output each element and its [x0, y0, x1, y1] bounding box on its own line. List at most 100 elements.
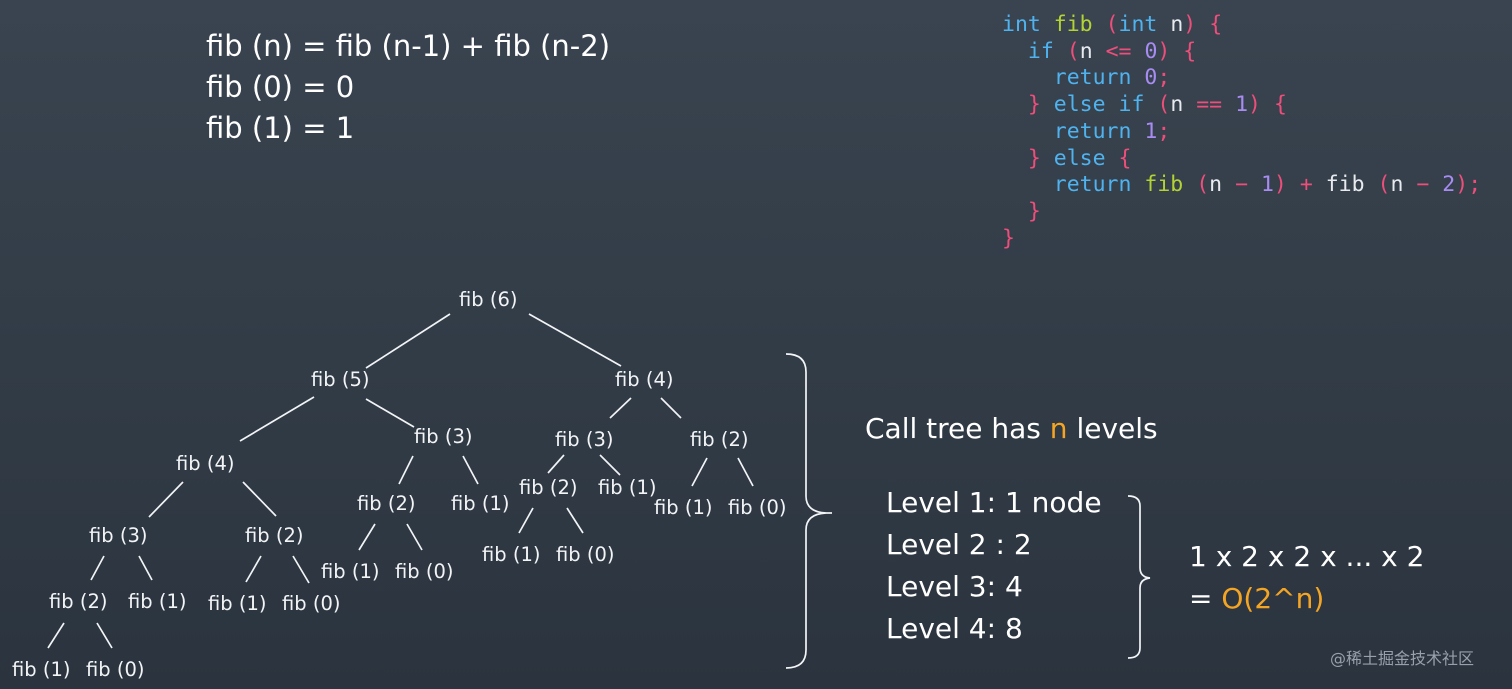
tree-node-fib-1: fib (1): [321, 560, 379, 583]
tree-edge: [518, 507, 534, 534]
tree-node-fib-5: fib (5): [311, 368, 369, 391]
code-token: 2: [1442, 172, 1456, 198]
code-token: 1: [1260, 172, 1274, 198]
code-token: return: [1053, 172, 1132, 198]
tree-node-fib-0: fib (0): [282, 592, 340, 615]
code-line-8: }: [1002, 199, 1041, 224]
tree-node-fib-4: fib (4): [615, 368, 673, 391]
code-token: n: [1209, 172, 1223, 198]
code-token: n: [1170, 12, 1184, 37]
code-token: −: [1416, 172, 1430, 198]
code-token: if: [1027, 38, 1054, 64]
tree-node-fib-1: fib (1): [654, 496, 712, 519]
code-token: }: [1027, 145, 1041, 171]
levels-brace: [1127, 495, 1151, 659]
tree-edge: [365, 313, 451, 369]
tree-edge: [292, 555, 310, 584]
tree-node-fib-2: fib (2): [519, 476, 577, 499]
level-item: Level 4: 8: [886, 612, 1023, 645]
tree-edge: [691, 457, 708, 487]
tree-edge: [528, 313, 622, 367]
code-line-6: } else {: [1002, 145, 1132, 171]
code-token: 0: [1144, 65, 1158, 91]
tree-edge: [547, 454, 565, 474]
code-token: ;: [1157, 65, 1171, 91]
code-token: }: [1027, 198, 1041, 224]
tree-edge: [239, 396, 315, 442]
watermark: @稀土掘金技术社区: [1330, 649, 1475, 668]
tree-edge: [406, 523, 423, 551]
code-token: 1: [1235, 92, 1249, 118]
code-token: {: [1209, 12, 1223, 37]
tree-node-fib-2: fib (2): [245, 524, 303, 547]
code-line-2: if (n <= 0) {: [1002, 39, 1196, 64]
complexity-result: 1 x 2 x 2 x ... x 2 = O(2^n): [1189, 536, 1424, 620]
code-token: n: [1390, 172, 1404, 198]
code-token: ==: [1196, 92, 1223, 118]
tree-node-fib-0: fib (0): [395, 560, 453, 583]
call-tree-n: n: [1049, 412, 1068, 445]
code-token: (: [1157, 92, 1171, 118]
code-line-7: return fib (n − 1) + fib (n − 2);: [1002, 172, 1481, 197]
level-item: Level 2 : 2: [886, 528, 1032, 561]
code-token: int: [1118, 12, 1158, 37]
code-token: if: [1118, 92, 1145, 118]
tree-edge: [660, 397, 682, 419]
tree-node-fib-3: fib (3): [89, 524, 147, 547]
code-token: (: [1066, 38, 1080, 64]
call-tree-prefix: Call tree has: [865, 412, 1050, 445]
tree-edge: [398, 455, 414, 485]
tree-edge: [462, 455, 479, 485]
code-token: ;: [1157, 118, 1171, 144]
code-token: fib: [1325, 172, 1365, 198]
code-token: else: [1053, 145, 1106, 171]
tree-node-fib-1: fib (1): [451, 492, 509, 515]
tree-node-fib-1: fib (1): [208, 592, 266, 615]
tree-edge: [737, 457, 754, 487]
code-token: ): [1248, 92, 1261, 118]
code-token: (: [1105, 12, 1119, 37]
code-token: <=: [1105, 38, 1132, 64]
tree-node-fib-3: fib (3): [414, 425, 472, 448]
level-item: Level 3: 4: [886, 570, 1023, 603]
formula-base-case-1: fib (1) = 1: [206, 111, 355, 145]
level-item: Level 1: 1 node: [886, 486, 1102, 519]
tree-node-fib-1: fib (1): [482, 543, 540, 566]
equals-sign: =: [1189, 582, 1222, 615]
tree-node-fib-1: fib (1): [12, 658, 70, 681]
tree-edge: [96, 622, 113, 649]
code-token: 1: [1144, 118, 1158, 144]
code-token: int: [1002, 12, 1041, 37]
code-line-4: } else if (n == 1) {: [1002, 92, 1287, 117]
code-token: ): [1455, 172, 1469, 198]
tree-node-fib-0: fib (0): [728, 496, 786, 519]
code-line-9: }: [1002, 226, 1015, 251]
fibonacci-formulas: fib (n) = fib (n-1) + fib (n-2) fib (0) …: [206, 26, 610, 149]
tree-edge: [566, 507, 584, 534]
tree-edge: [358, 523, 376, 551]
code-line-3: return 0;: [1002, 65, 1171, 91]
tree-edge: [609, 397, 632, 419]
tree-node-fib-0: fib (0): [556, 543, 614, 566]
formula-recurrence: fib (n) = fib (n-1) + fib (n-2): [206, 29, 611, 63]
tree-nodes: fib (6) fib (5) fib (4) fib (4) fib (3) …: [12, 288, 786, 681]
tree-edges: [47, 313, 754, 649]
code-token: +: [1299, 172, 1313, 198]
code-token: {: [1273, 92, 1287, 118]
tree-node-fib-1: fib (1): [128, 590, 186, 613]
code-token: fib: [1144, 172, 1184, 198]
tree-node-fib-1: fib (1): [598, 476, 656, 499]
code-token: fib: [1053, 12, 1093, 37]
tree-edge: [148, 481, 184, 518]
tree-node-fib-6: fib (6): [459, 288, 517, 311]
code-token: 0: [1144, 38, 1158, 64]
tree-node-fib-4: fib (4): [176, 452, 234, 475]
tree-node-fib-2: fib (2): [49, 590, 107, 613]
tree-edge: [599, 454, 621, 476]
code-line-5: return 1;: [1002, 118, 1171, 144]
tree-edge: [138, 555, 153, 581]
tree-levels-brace: [785, 353, 827, 669]
code-token: n: [1079, 38, 1093, 64]
code-token: ): [1183, 12, 1197, 37]
